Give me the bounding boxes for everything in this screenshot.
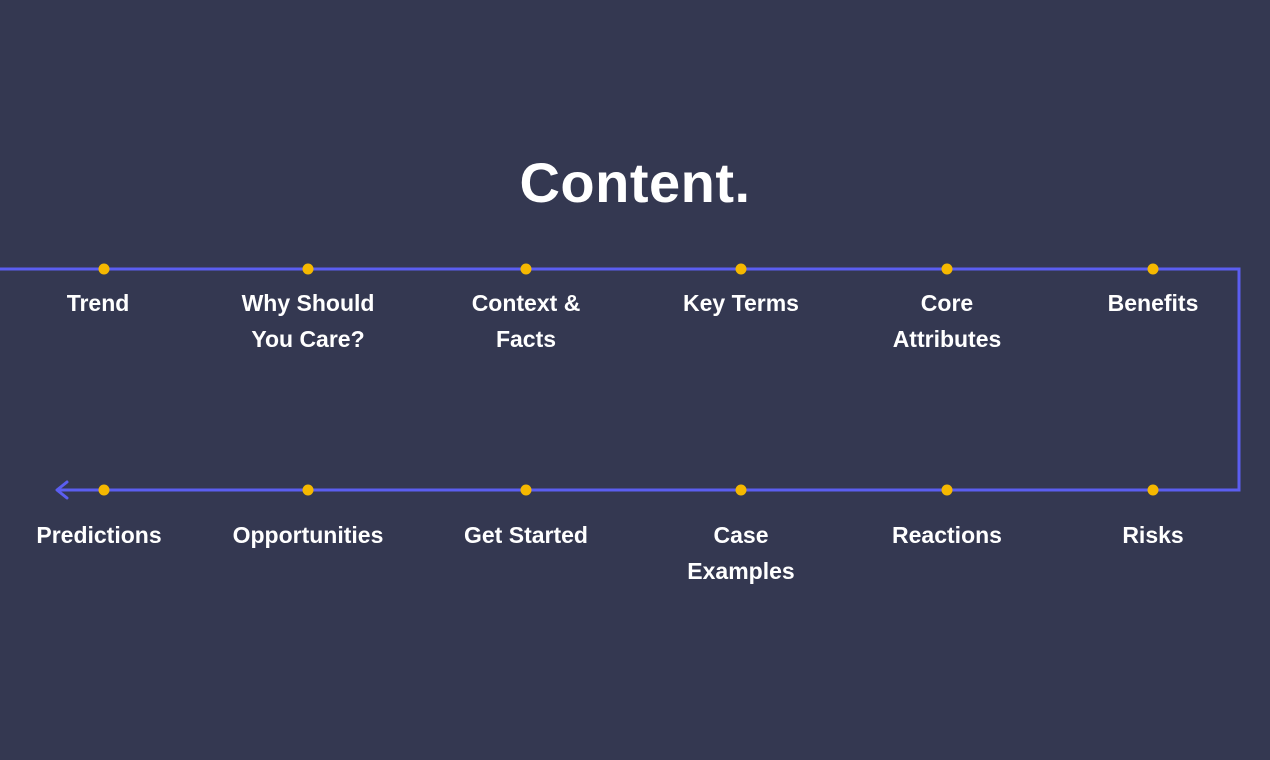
step-label-top: Benefits [1107, 290, 1199, 316]
step-dot-bottom [302, 484, 314, 496]
step-dot-top [302, 263, 314, 275]
step-label-bottom: Risks [1122, 522, 1184, 548]
step-dot-top [941, 263, 953, 275]
step-dot-bottom [735, 484, 747, 496]
step-label-bottom: Case Examples [687, 522, 795, 584]
step-dot-top [1147, 263, 1159, 275]
step-label-bottom: Predictions [36, 522, 162, 548]
page-title: Content. [519, 151, 751, 214]
step-label-top: Why Should You Care? [241, 290, 375, 352]
step-label-top: Context & Facts [471, 290, 581, 352]
step-label-top: Core Attributes [892, 290, 1002, 352]
step-label-bottom: Get Started [464, 522, 588, 548]
step-dot-bottom [1147, 484, 1159, 496]
step-dot-bottom [98, 484, 110, 496]
flow-line [0, 267, 1241, 492]
step-dot-top [735, 263, 747, 275]
step-dot-bottom [520, 484, 532, 496]
arrow-left-icon [55, 480, 69, 500]
step-dot-top [98, 263, 110, 275]
step-dots [98, 263, 1159, 496]
step-dot-bottom [941, 484, 953, 496]
step-label-bottom: Opportunities [232, 522, 384, 548]
step-dot-top [520, 263, 532, 275]
step-label-top: Key Terms [683, 290, 799, 316]
step-label-bottom: Reactions [892, 522, 1002, 548]
step-label-top: Trend [66, 290, 130, 316]
